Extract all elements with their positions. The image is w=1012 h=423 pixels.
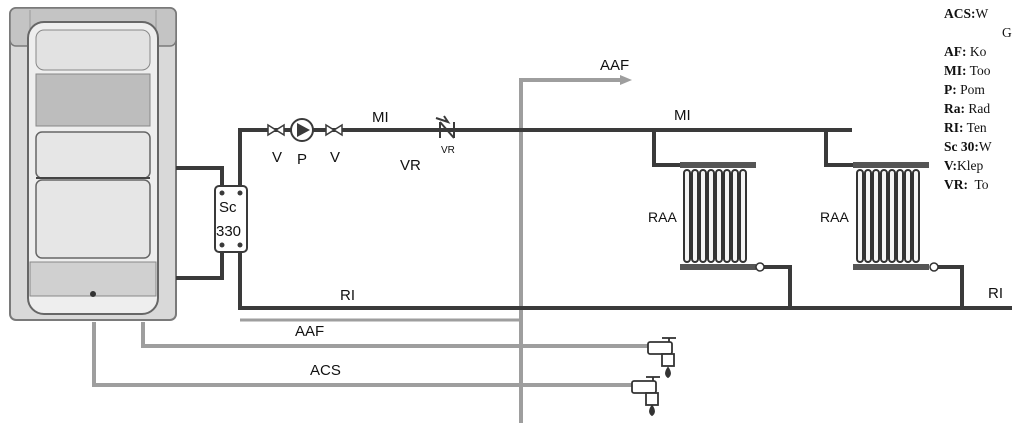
legend-row-acs-cont: G <box>944 23 1012 42</box>
legend-text: Klep <box>957 158 984 173</box>
boiler-to-exchanger-top <box>176 166 224 186</box>
check-valve-icon <box>435 115 455 139</box>
label-p: P <box>297 151 307 168</box>
plate-exchanger-sc330 <box>214 185 248 253</box>
acs-pipe <box>92 322 642 387</box>
legend-text: Pom <box>956 82 985 97</box>
label-v-right: V <box>330 149 340 166</box>
label-aaf-top: AAF <box>600 57 629 74</box>
label-sc-bottom: 330 <box>216 223 241 240</box>
label-mi-right: MI <box>674 107 691 124</box>
radiator-1 <box>680 162 756 270</box>
radiator-2-return-valve-icon <box>929 262 939 272</box>
label-vr-valve: VR <box>441 145 455 156</box>
legend-key: P: <box>944 82 957 97</box>
radiator-2 <box>853 162 929 270</box>
label-raa-2: RAA <box>820 209 849 225</box>
legend-text: W <box>975 6 989 21</box>
boiler-indicator-icon <box>90 291 96 297</box>
label-acs: ACS <box>310 362 341 379</box>
legend-key: AF: <box>944 44 967 59</box>
legend-key: Sc 30: <box>944 139 979 154</box>
legend-key: Ra: <box>944 101 965 116</box>
label-aaf-bottom: AAF <box>295 323 324 340</box>
aaf-top-arrow <box>620 75 632 85</box>
aaf-bottom-pipe <box>141 322 658 348</box>
boiler <box>9 7 177 321</box>
legend-row-vr: VR: To <box>944 175 1012 194</box>
hot-tap-icon <box>631 376 660 417</box>
label-vr: VR <box>400 157 421 174</box>
valve-left-icon <box>267 123 285 137</box>
legend-key: MI: <box>944 63 967 78</box>
label-v-left: V <box>272 149 282 166</box>
legend-row-ri: RI: Ten <box>944 118 1012 137</box>
legend-row-p: P: Pom <box>944 80 1012 99</box>
radiator-1-supply <box>652 130 680 167</box>
legend-row-sc30: Sc 30:W <box>944 137 1012 156</box>
cold-tap-icon <box>647 337 676 379</box>
legend-key: ACS: <box>944 6 976 21</box>
legend-text: Ko <box>969 44 987 59</box>
legend-key: V: <box>944 158 958 173</box>
pump-icon <box>290 118 314 142</box>
legend-row-mi: MI: Too <box>944 61 1012 80</box>
radiator-2-supply <box>824 130 853 167</box>
legend-text: G <box>1002 25 1012 40</box>
legend-row-ra: Ra: Rad <box>944 99 1012 118</box>
flow-pipes <box>176 128 1012 310</box>
legend-row-af: AF: Ko <box>944 42 1012 61</box>
label-ri-right: RI <box>988 285 1003 302</box>
label-sc-top: Sc <box>219 199 237 216</box>
valve-right-icon <box>325 123 343 137</box>
legend-row-acs: ACS:W <box>944 4 1012 23</box>
mi-flow-pipe <box>238 128 852 186</box>
legend-text: W <box>978 139 992 154</box>
legend-text: To <box>968 177 989 192</box>
legend-key: VR: <box>944 177 968 192</box>
radiator-2-return <box>930 265 964 308</box>
label-mi-left: MI <box>372 109 389 126</box>
legend-text: Rad <box>968 101 991 116</box>
radiator-1-return-valve-icon <box>755 262 765 272</box>
legend-row-v: V:Klep <box>944 156 1012 175</box>
legend: ACS:W G AF: Ko MI: Too P: Pom Ra: Rad RI… <box>944 4 1012 194</box>
legend-text: Ten <box>966 120 987 135</box>
legend-key: RI: <box>944 120 964 135</box>
label-raa-1: RAA <box>648 209 677 225</box>
boiler-to-exchanger-bottom <box>176 250 224 280</box>
radiator-1-return <box>756 265 792 308</box>
label-ri-left: RI <box>340 287 355 304</box>
ri-return-pipe <box>238 252 1012 310</box>
legend-text: Too <box>969 63 991 78</box>
